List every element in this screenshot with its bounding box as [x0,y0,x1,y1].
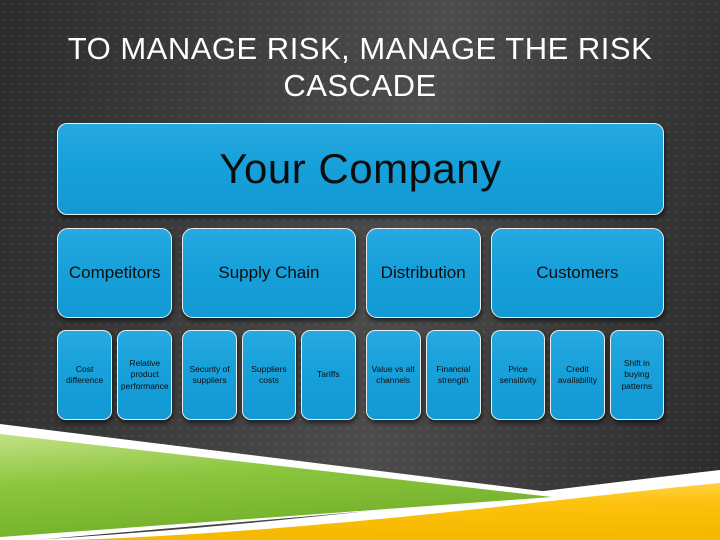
leaf-group-supply-chain: Security of suppliers Suppliers costs Ta… [182,330,356,420]
leaf-box-cost-difference: Cost difference [57,330,113,420]
leaf-label: Credit availability [557,363,598,385]
leaf-label: Relative product performance [120,358,169,391]
leaf-group-competitors: Cost difference Relative product perform… [57,330,173,420]
risk-factor-row: Cost difference Relative product perform… [57,330,664,420]
category-label: Customers [536,263,619,282]
leaf-label: Security of suppliers [189,363,230,385]
footer-ribbon-decoration [0,424,720,540]
leaf-group-customers: Price sensitivity Credit availability Sh… [490,330,664,420]
leaf-box-price-sensitivity: Price sensitivity [490,330,546,420]
green-ribbon [0,434,552,537]
leaf-label: Shift in buying patterns [621,358,653,391]
leaf-box-shift-in-buying-patterns: Shift in buying patterns [609,330,664,420]
leaf-label: Suppliers costs [251,363,287,385]
yellow-ribbon [70,483,720,540]
category-box-supply-chain: Supply Chain [182,228,356,318]
leaf-box-tariffs: Tariffs [301,330,356,420]
leaf-label: Tariffs [317,369,340,380]
category-label: Competitors [68,263,161,282]
leaf-label: Financial strength [436,363,471,385]
leaf-group-distribution: Value vs alt channels Financial strength [365,330,481,420]
root-box-label: Your Company [219,145,502,192]
category-label: Supply Chain [218,263,320,282]
leaf-box-financial-strength: Financial strength [425,330,481,420]
leaf-label: Price sensitivity [499,363,537,385]
root-box-your-company: Your Company [57,123,664,215]
leaf-box-credit-availability: Credit availability [550,330,605,420]
leaf-box-suppliers-costs: Suppliers costs [241,330,297,420]
leaf-box-relative-product-performance: Relative product performance [117,330,173,420]
leaf-label: Cost difference [66,363,104,385]
leaf-box-value-vs-alt-channels: Value vs alt channels [365,330,421,420]
leaf-label: Value vs alt channels [371,363,415,385]
category-box-competitors: Competitors [57,228,173,318]
leaf-box-security-of-suppliers: Security of suppliers [182,330,237,420]
category-row: Competitors Supply Chain Distribution Cu… [57,228,664,318]
category-box-customers: Customers [490,228,664,318]
category-label: Distribution [380,263,466,282]
category-box-distribution: Distribution [365,228,481,318]
slide-title: To manage risk, manage the risk cascade [67,31,653,103]
